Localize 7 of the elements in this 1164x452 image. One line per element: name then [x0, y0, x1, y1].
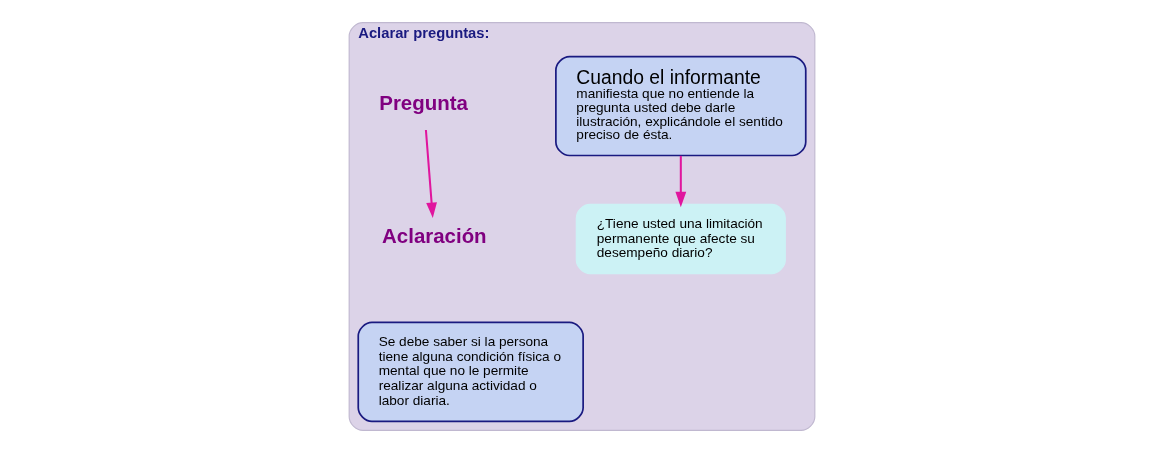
node-box: Se debe saber si la persona tiene alguna condición física o mental que no le permite realizar alguna actividad o labor diaria. [357, 321, 584, 422]
arrow [424, 129, 437, 218]
node-text: Aclaración [382, 223, 487, 247]
node-text: Pregunta [379, 90, 468, 114]
node-box: Cuando el informante manifiesta que no entiende la pregunta usted debe darle ilustración, explicándole el sentido preciso de ésta. [555, 55, 807, 156]
node-box: ¿Tiene usted una limitación permanente que afecte su desempeño diario? [575, 203, 786, 274]
arrow [675, 155, 687, 207]
